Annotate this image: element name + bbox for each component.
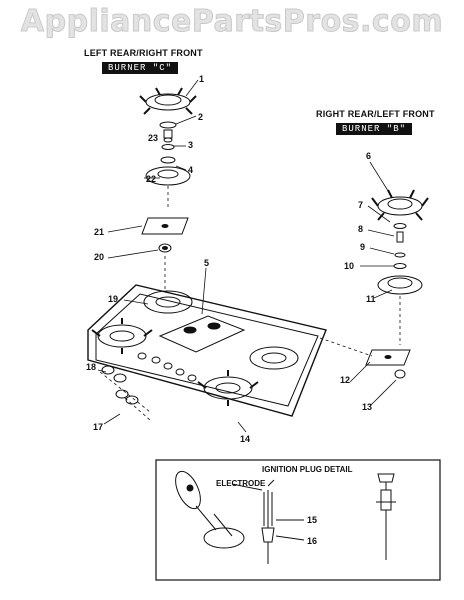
left-burner-badge: BURNER "C" [102, 62, 179, 74]
leader-lines [97, 79, 397, 433]
callout-10: 10 [344, 261, 355, 271]
callout-16: 16 [307, 536, 318, 546]
callout-17: 17 [93, 422, 104, 432]
ignition-detail-box [155, 459, 441, 581]
callout-20: 20 [94, 252, 105, 262]
callout-9: 9 [360, 242, 366, 252]
callout-19: 19 [108, 294, 119, 304]
callout-8: 8 [358, 224, 364, 234]
connector-lines [99, 186, 401, 421]
callout-3: 3 [188, 140, 194, 150]
cooktop-body [87, 284, 327, 417]
callout-5: 5 [204, 258, 210, 268]
callout-21: 21 [94, 227, 105, 237]
callout-23: 23 [148, 133, 159, 143]
ignition-detail-title: IGNITION PLUG DETAIL [262, 465, 353, 474]
callout-13: 13 [362, 402, 373, 412]
callout-15: 15 [307, 515, 318, 525]
right-burner-badge: BURNER "B" [336, 123, 413, 135]
callout-2: 2 [198, 112, 204, 122]
callout-11: 11 [366, 294, 376, 304]
callout-7: 7 [358, 200, 364, 210]
electrode-label: ELECTRODE [216, 479, 266, 488]
right-burner-heading: RIGHT REAR/LEFT FRONT [316, 109, 435, 119]
burner-c-assembly [139, 87, 197, 253]
callout-4: 4 [188, 165, 194, 175]
callout-1: 1 [199, 74, 205, 84]
callout-6: 6 [366, 151, 372, 161]
left-burner-heading: LEFT REAR/RIGHT FRONT [84, 48, 203, 58]
callout-22: 22 [146, 174, 157, 184]
callout-12: 12 [340, 375, 351, 385]
burner-b-assembly [365, 189, 429, 379]
callout-18: 18 [86, 362, 97, 372]
control-knobs [101, 365, 139, 405]
callout-14: 14 [240, 434, 251, 444]
watermark: AppliancePartsPros.com [20, 4, 444, 40]
